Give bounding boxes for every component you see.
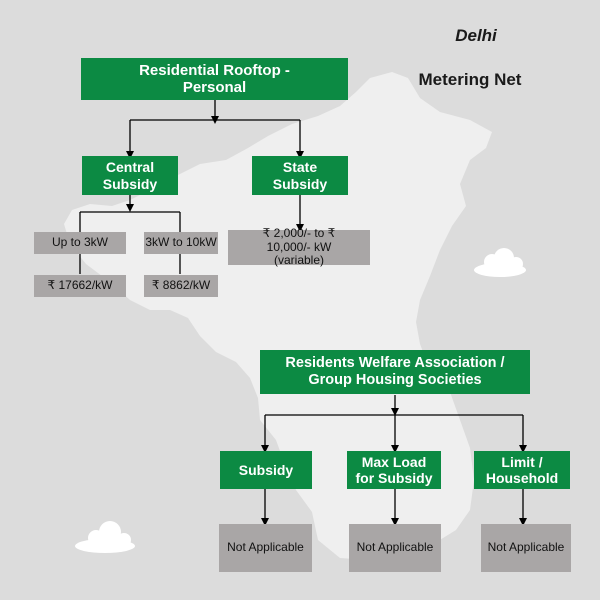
metering-title: Metering Net: [418, 70, 522, 89]
rwa-max-load-box: Max Load for Subsidy: [347, 451, 441, 489]
rwa-limit-household-box: Limit / Household: [474, 451, 570, 489]
rwa-title-box: Residents Welfare Association / Group Ho…: [260, 350, 530, 394]
rwa-max-load-value: Not Applicable: [349, 524, 441, 572]
tier-rate-3kw-to-10kw: ₹ 8862/kW: [144, 275, 218, 297]
cloud-icon-left: [75, 521, 135, 553]
rwa-subsidy-box: Subsidy: [220, 451, 312, 489]
cloud-icon-right: [474, 248, 526, 277]
tier-rate-up-to-3kw: ₹ 17662/kW: [34, 275, 126, 297]
residential-connectors: [79, 100, 304, 274]
state-subsidy-box: State Subsidy: [252, 156, 348, 195]
tier-range-up-to-3kw: Up to 3kW: [34, 232, 126, 254]
state-rate-box: ₹ 2,000/- to ₹ 10,000/- kW (variable): [228, 226, 370, 267]
rwa-subsidy-value: Not Applicable: [219, 524, 312, 572]
residential-rooftop-box: Residential Rooftop - Personal: [81, 58, 348, 100]
central-subsidy-box: Central Subsidy: [82, 156, 178, 195]
rwa-connectors: [261, 395, 527, 526]
region-title: Delhi: [455, 26, 497, 45]
tier-range-3kw-to-10kw: 3kW to 10kW: [144, 232, 218, 254]
rwa-limit-household-value: Not Applicable: [481, 524, 571, 572]
